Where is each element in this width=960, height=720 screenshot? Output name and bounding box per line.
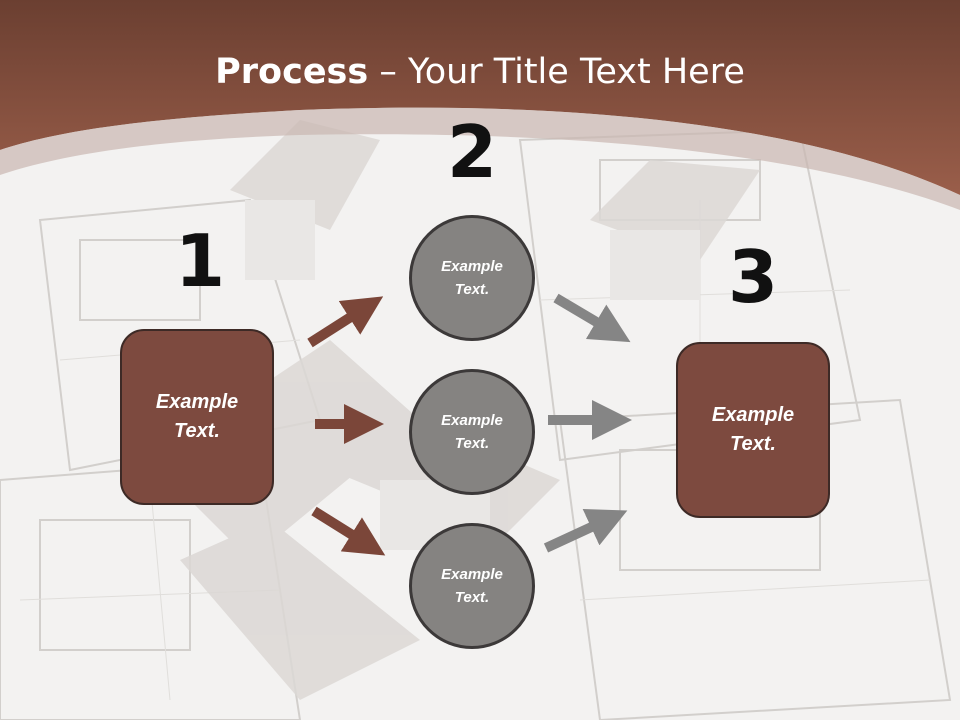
- step-number-2: 2: [446, 110, 498, 194]
- step-3-box: Example Text.: [676, 342, 830, 518]
- circle-top: Example Text.: [409, 215, 535, 341]
- title-rest: – Your Title Text Here: [368, 52, 745, 92]
- title-bold: Process: [215, 52, 369, 92]
- circle-middle: Example Text.: [409, 369, 535, 495]
- step-number-1: 1: [174, 219, 226, 303]
- arrow-left-to-bottom: [311, 506, 386, 556]
- step-number-3: 3: [727, 235, 779, 319]
- circle-top-text: Example Text.: [441, 258, 503, 298]
- circle-bottom-text: Example Text.: [441, 566, 503, 606]
- arrow-top-to-right: [553, 293, 631, 343]
- page-title: Process – Your Title Text Here: [0, 52, 960, 92]
- step-1-box: Example Text.: [120, 329, 274, 505]
- circle-middle-text: Example Text.: [441, 412, 503, 452]
- circle-bottom: Example Text.: [409, 523, 535, 649]
- step-1-text: Example Text.: [155, 391, 239, 442]
- arrow-bottom-to-right: [543, 509, 628, 553]
- arrow-left-to-top: [307, 296, 384, 348]
- step-3-text: Example Text.: [711, 404, 795, 455]
